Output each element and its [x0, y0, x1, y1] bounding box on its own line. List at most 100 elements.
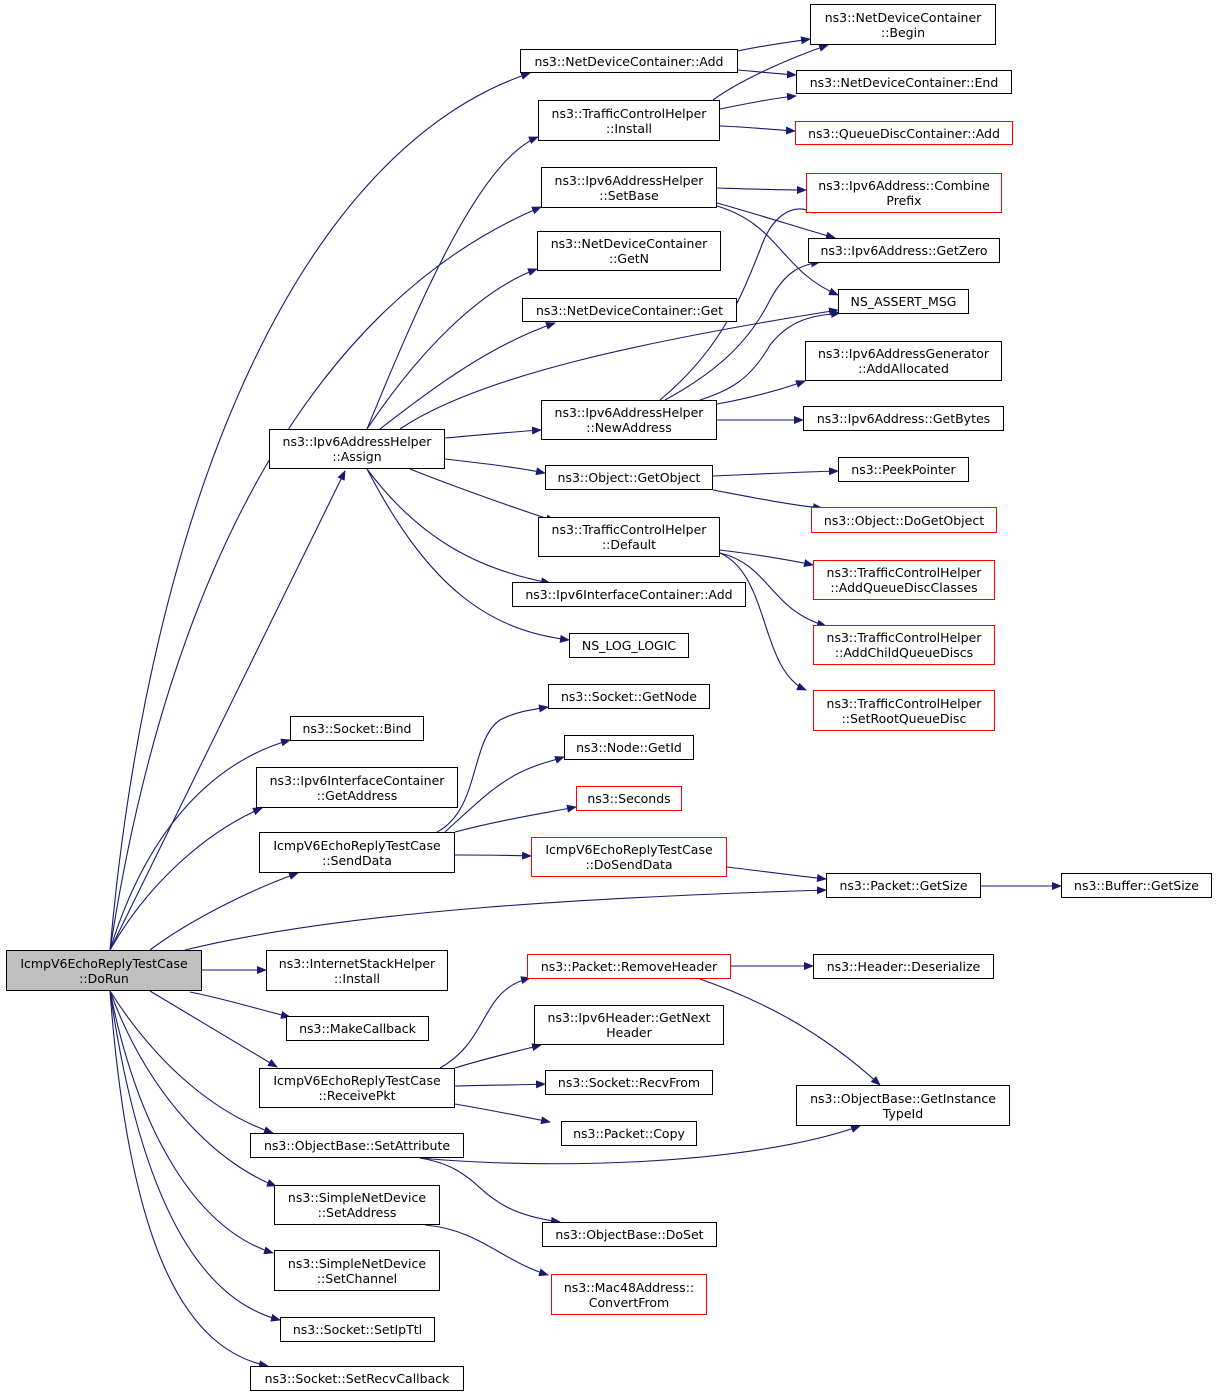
edge-newaddress-to-addallocated — [716, 380, 806, 405]
node-ipv6a-getzero[interactable]: ns3::Ipv6Address::GetZero — [808, 238, 1000, 263]
node-socket-getnode[interactable]: ns3::Socket::GetNode — [548, 684, 710, 709]
edge-root-to-socket-bind — [109, 738, 291, 951]
node-ns-log-logic[interactable]: NS_LOG_LOGIC — [569, 633, 689, 658]
edge-root-to-ipv6ah-setbase — [109, 206, 542, 951]
node-snd-setchannel[interactable]: ns3::SimpleNetDevice::SetChannel — [274, 1250, 440, 1291]
edge-root-to-snd-setchannel — [109, 990, 274, 1255]
edge-tch-install-to-ndc-end — [719, 92, 797, 110]
node-ndc-begin[interactable]: ns3::NetDeviceContainer::Begin — [810, 4, 996, 45]
node-socket-setrecvcallback[interactable]: ns3::Socket::SetRecvCallback — [250, 1366, 464, 1391]
node-packet-removeheader[interactable]: ns3::Packet::RemoveHeader — [527, 954, 731, 979]
edge-group — [109, 36, 1062, 1369]
node-ipv6ah-setbase[interactable]: ns3::Ipv6AddressHelper::SetBase — [541, 167, 717, 208]
edge-senddata-to-socket-getnode — [436, 704, 549, 833]
edge-ndc-add-to-ndc-begin — [737, 36, 811, 52]
edge-newaddress-to-getzero — [664, 259, 821, 401]
edge-ipv6ah-setbase-to-ns-assert-msg — [716, 205, 839, 296]
node-ndc-add[interactable]: ns3::NetDeviceContainer::Add — [520, 49, 738, 73]
edge-root-to-packet-getsize — [184, 886, 827, 951]
node-tch-addqueuediscclasses[interactable]: ns3::TrafficControlHelper::AddQueueDiscC… — [813, 560, 995, 600]
node-qdc-add[interactable]: ns3::QueueDiscContainer::Add — [795, 121, 1013, 145]
node-receivepkt[interactable]: IcmpV6EchoReplyTestCase::ReceivePkt — [259, 1068, 455, 1108]
node-dosenddata[interactable]: IcmpV6EchoReplyTestCase::DoSendData — [531, 837, 727, 877]
node-tch-default[interactable]: ns3::TrafficControlHelper::Default — [538, 517, 720, 557]
node-ndc-get[interactable]: ns3::NetDeviceContainer::Get — [522, 298, 737, 322]
node-ndc-end[interactable]: ns3::NetDeviceContainer::End — [796, 70, 1012, 94]
edge-assign-to-tch-default — [409, 468, 556, 523]
node-tch-install[interactable]: ns3::TrafficControlHelper::Install — [538, 100, 720, 141]
edge-receivepkt-to-packet-copy — [454, 1103, 551, 1125]
edge-newaddress-to-combineprefix — [659, 205, 816, 401]
edge-setattribute-to-doset — [419, 1157, 561, 1225]
node-ish-install[interactable]: ns3::InternetStackHelper::Install — [266, 950, 448, 991]
node-mac48-convertfrom[interactable]: ns3::Mac48Address::ConvertFrom — [551, 1274, 707, 1315]
edge-root-to-snd-setaddress — [109, 990, 277, 1187]
node-ipv6ah-assign[interactable]: ns3::Ipv6AddressHelper::Assign — [269, 429, 445, 469]
node-buffer-getsize[interactable]: ns3::Buffer::GetSize — [1061, 873, 1212, 898]
node-ipv6ah-newaddress[interactable]: ns3::Ipv6AddressHelper::NewAddress — [541, 400, 717, 440]
edge-dosenddata-to-packet-getsize — [726, 866, 827, 882]
node-seconds[interactable]: ns3::Seconds — [576, 786, 682, 811]
edge-tch-default-to-addqueuediscclasses — [719, 549, 814, 567]
edge-setattribute-to-getinstancetypeid — [419, 1125, 861, 1165]
node-peekpointer[interactable]: ns3::PeekPointer — [838, 457, 969, 482]
node-tch-addchildqueuediscs[interactable]: ns3::TrafficControlHelper::AddChildQueue… — [813, 625, 995, 665]
node-ipv6ag-addallocated[interactable]: ns3::Ipv6AddressGenerator::AddAllocated — [805, 341, 1002, 381]
edge-assign-to-ndc-get — [379, 322, 556, 430]
node-packet-copy[interactable]: ns3::Packet::Copy — [561, 1121, 697, 1146]
node-socket-recvfrom[interactable]: ns3::Socket::RecvFrom — [545, 1070, 713, 1095]
edge-root-to-socket-setipttl — [109, 990, 281, 1322]
node-socket-bind[interactable]: ns3::Socket::Bind — [290, 716, 424, 741]
edge-senddata-to-node-getid — [444, 756, 565, 833]
edge-newaddress-to-ns-assert-msg — [699, 309, 841, 401]
node-objectbase-doset[interactable]: ns3::ObjectBase::DoSet — [542, 1222, 717, 1247]
edge-root-to-socket-setrecvcallback — [109, 990, 269, 1369]
node-packet-getsize[interactable]: ns3::Packet::GetSize — [826, 873, 981, 898]
edge-root-to-ipv6ah-assign — [109, 470, 346, 951]
edge-assign-to-newaddress — [444, 426, 542, 439]
edge-root-to-ipv6ic-getaddress — [109, 807, 263, 951]
node-ipv6ic-add[interactable]: ns3::Ipv6InterfaceContainer::Add — [512, 582, 746, 607]
edge-getobject-to-dogetobject — [712, 489, 823, 512]
node-socket-setipttl[interactable]: ns3::Socket::SetIpTtl — [280, 1317, 435, 1342]
edge-senddata-to-dosenddata — [454, 851, 532, 860]
edge-removeheader-to-getinstancetypeid — [699, 978, 881, 1086]
node-objectbase-setattribute[interactable]: ns3::ObjectBase::SetAttribute — [250, 1133, 464, 1158]
edge-assign-to-ns-log-logic — [366, 468, 570, 643]
node-ipv6ic-getaddress[interactable]: ns3::Ipv6InterfaceContainer::GetAddress — [256, 767, 458, 808]
edge-tch-install-to-qdc-add — [719, 125, 796, 135]
node-node-getid[interactable]: ns3::Node::GetId — [564, 735, 694, 760]
node-object-dogetobject[interactable]: ns3::Object::DoGetObject — [811, 507, 997, 533]
edge-assign-to-object-getobject — [444, 458, 546, 476]
node-ndc-getn[interactable]: ns3::NetDeviceContainer::GetN — [537, 231, 721, 271]
node-ns-assert-msg[interactable]: NS_ASSERT_MSG — [838, 289, 969, 314]
node-header-deserialize[interactable]: ns3::Header::Deserialize — [813, 954, 994, 979]
edge-tch-install-to-ndc-begin — [712, 44, 829, 101]
edge-setaddress-to-convertfrom — [424, 1224, 549, 1277]
edge-root-to-ndc-add — [109, 72, 531, 951]
edge-root-to-makecallback — [189, 991, 291, 1019]
node-senddata[interactable]: IcmpV6EchoReplyTestCase::SendData — [259, 832, 455, 873]
edge-getobject-to-peekpointer — [712, 467, 839, 477]
node-ipv6a-getbytes[interactable]: ns3::Ipv6Address::GetBytes — [803, 406, 1004, 431]
edge-assign-to-ipv6ic-add — [366, 468, 551, 586]
node-tch-setrootqueuedisc[interactable]: ns3::TrafficControlHelper::SetRootQueueD… — [813, 690, 995, 731]
node-object-getobject[interactable]: ns3::Object::GetObject — [545, 465, 713, 490]
edge-tch-default-to-addchildqueuediscs — [719, 552, 827, 628]
edge-tch-default-to-setrootqueuedisc — [719, 552, 807, 691]
node-makecallback[interactable]: ns3::MakeCallback — [286, 1016, 429, 1041]
edge-root-to-senddata — [149, 872, 299, 951]
node-snd-setaddress[interactable]: ns3::SimpleNetDevice::SetAddress — [274, 1185, 440, 1225]
node-root-dorun: IcmpV6EchoReplyTestCase::DoRun — [6, 950, 202, 991]
edge-root-to-receivepkt — [149, 990, 278, 1068]
edge-ndc-add-to-ndc-end — [737, 69, 797, 79]
edge-receivepkt-to-socket-recvfrom — [454, 1080, 546, 1089]
edge-root-to-objectbase-setattribute — [109, 990, 274, 1134]
edge-assign-to-ns-assert-msg — [399, 307, 839, 430]
edge-senddata-to-seconds — [454, 804, 577, 833]
edge-assign-to-ndc-getn — [366, 268, 538, 430]
